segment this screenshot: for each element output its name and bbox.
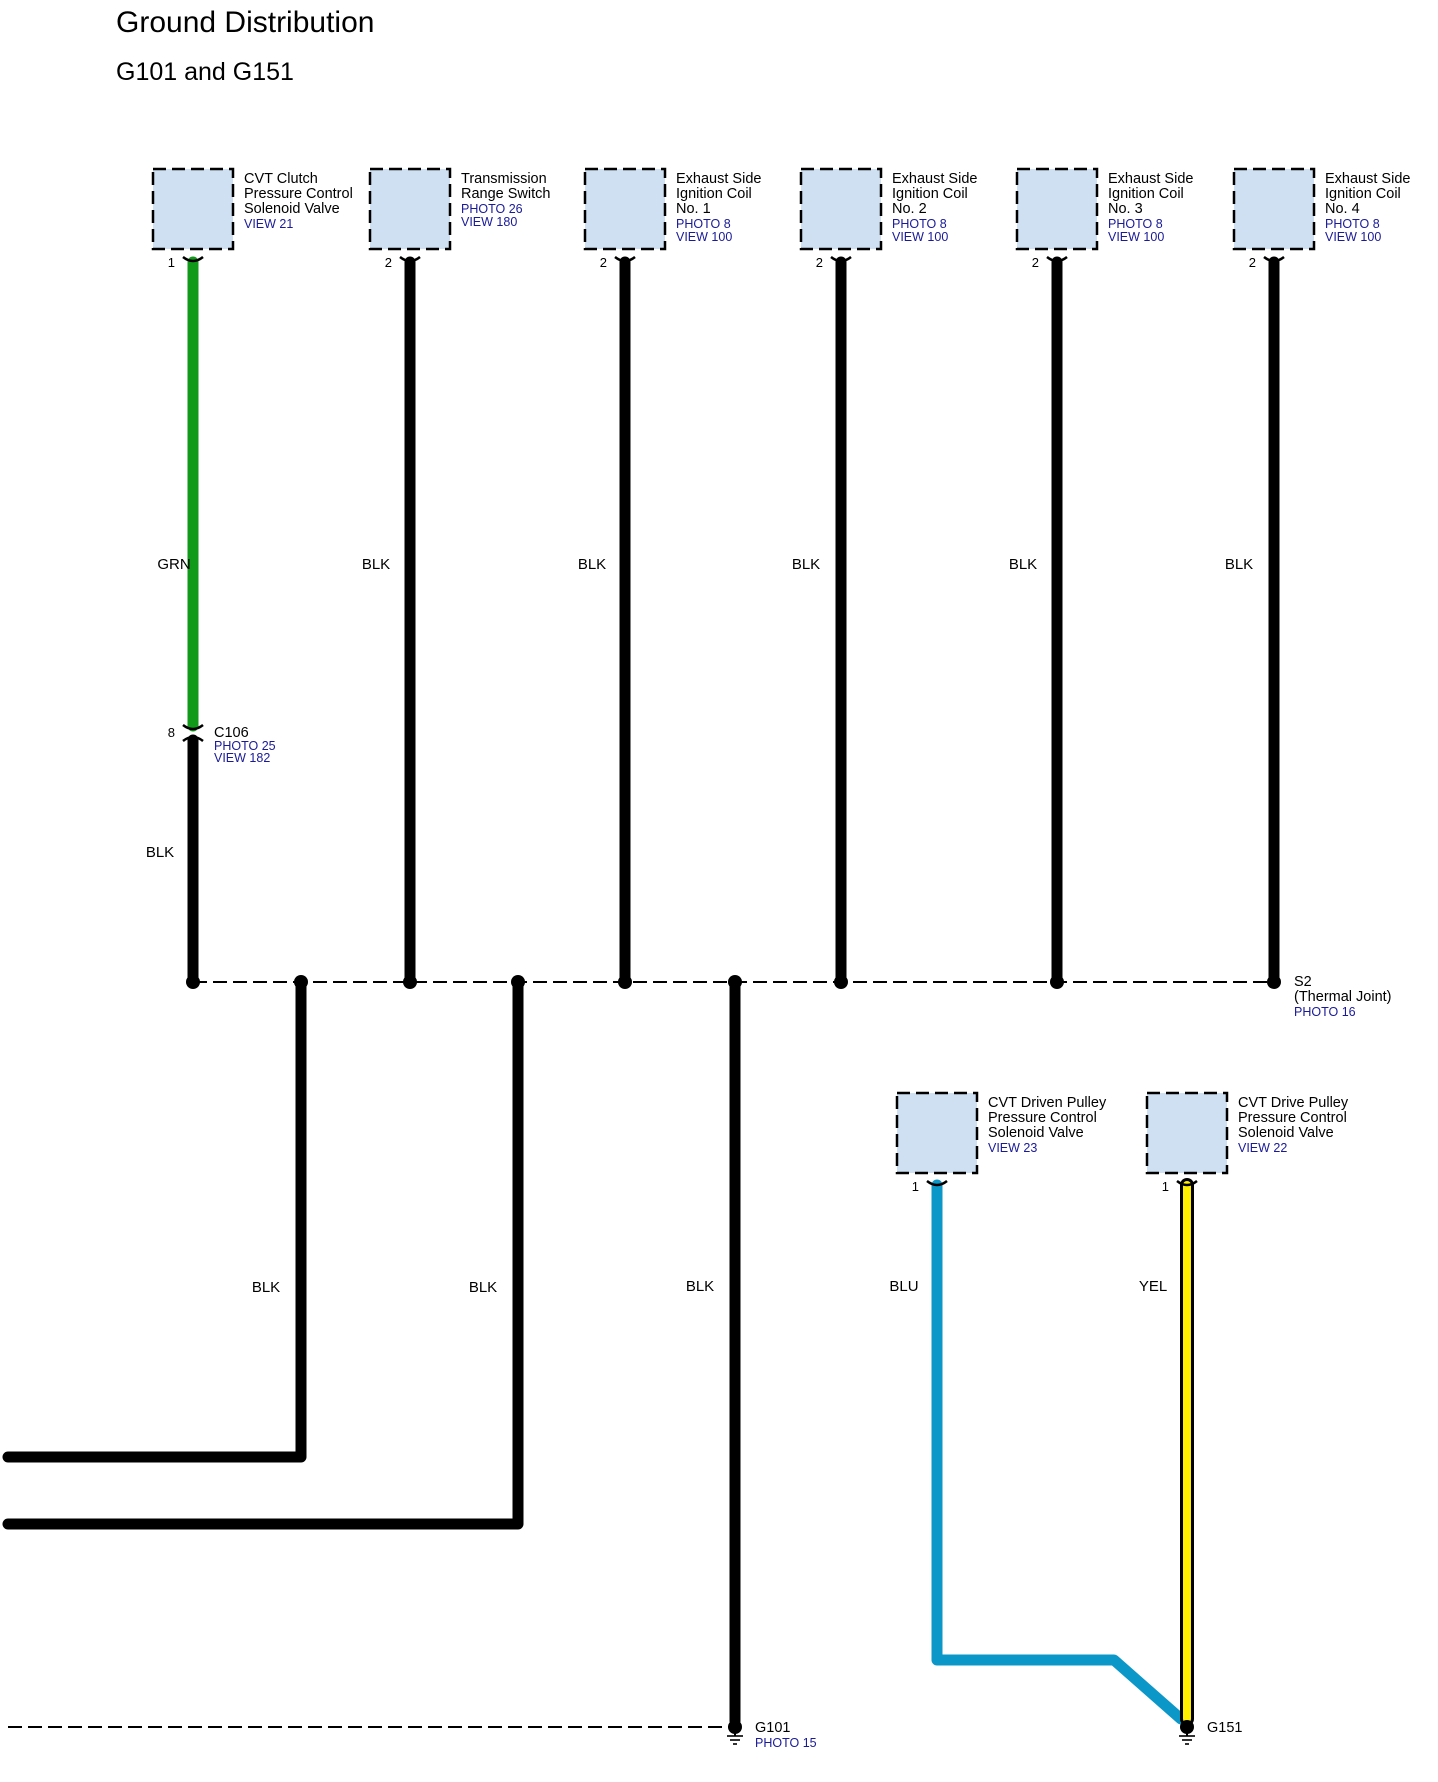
component-ref-link[interactable]: PHOTO 26 — [461, 202, 523, 216]
wire-color-label: BLU — [889, 1278, 918, 1295]
wire-color-label: BLK — [578, 556, 606, 573]
component-ref-link[interactable]: VIEW 100 — [676, 230, 732, 244]
component-box-cvt-driven[interactable] — [895, 1091, 979, 1175]
component-label: CVT Clutch — [244, 171, 318, 187]
connector-c106-label: C106 — [214, 725, 249, 741]
wire-color-label: BLK — [146, 844, 174, 861]
component-label: Pressure Control — [1238, 1110, 1347, 1126]
splice-s2-label: S2 — [1294, 974, 1312, 990]
component-label: No. 3 — [1108, 201, 1143, 217]
component-ref-link[interactable]: PHOTO 8 — [1108, 217, 1163, 231]
wire-color-label: BLK — [1225, 556, 1253, 573]
pin-number: 2 — [1249, 255, 1256, 270]
splice-ref-link[interactable]: PHOTO 16 — [1294, 1005, 1356, 1019]
component-label: Solenoid Valve — [1238, 1125, 1334, 1141]
pin-number: 1 — [1162, 1179, 1169, 1194]
component-label: Pressure Control — [988, 1110, 1097, 1126]
connector-ref-link[interactable]: PHOTO 25 — [214, 739, 276, 753]
pin-terminal — [182, 255, 204, 263]
component-box-trans-range[interactable] — [368, 167, 452, 251]
component-label: Ignition Coil — [892, 186, 968, 202]
pin-terminal — [1263, 255, 1285, 263]
pin-terminal — [830, 255, 852, 263]
component-box-coil-2[interactable] — [799, 167, 883, 251]
splice-node — [294, 975, 308, 989]
component-box-cvt-clutch[interactable] — [151, 167, 235, 251]
pin-terminal — [399, 255, 421, 263]
splice-node — [511, 975, 525, 989]
component-label: No. 4 — [1325, 201, 1360, 217]
wire-color-label: GRN — [157, 556, 190, 573]
component-label: Exhaust Side — [892, 171, 977, 187]
wire-blu — [931, 1179, 1187, 1725]
connector-pin-number: 8 — [168, 725, 175, 740]
splice-node — [186, 975, 200, 989]
wire-color-label: BLK — [252, 1279, 280, 1296]
component-ref-link[interactable]: VIEW 22 — [1238, 1141, 1287, 1155]
pin-number: 2 — [600, 255, 607, 270]
component-box-coil-3[interactable] — [1015, 167, 1099, 251]
component-label: Solenoid Valve — [244, 201, 340, 217]
component-ref-link[interactable]: PHOTO 8 — [676, 217, 731, 231]
component-box-coil-4[interactable] — [1232, 167, 1316, 251]
connector-c106-terminal — [182, 723, 204, 731]
splice-node — [728, 975, 742, 989]
wire-color-label: YEL — [1139, 1278, 1167, 1295]
component-ref-link[interactable]: VIEW 23 — [988, 1141, 1037, 1155]
pin-number: 1 — [912, 1179, 919, 1194]
wire-blk-branch — [2, 976, 524, 1530]
pin-terminal — [1176, 1179, 1198, 1187]
pin-terminal — [614, 255, 636, 263]
component-label: Transmission — [461, 171, 547, 187]
component-ref-link[interactable]: PHOTO 8 — [892, 217, 947, 231]
wire-color-label: BLK — [686, 1278, 714, 1295]
wire-blk-branch — [2, 976, 307, 1463]
page-title: Ground Distribution — [116, 6, 375, 39]
wire-color-label: BLK — [469, 1279, 497, 1296]
ground-g151-label: G151 — [1207, 1720, 1242, 1736]
pin-number: 2 — [385, 255, 392, 270]
component-label: Ignition Coil — [676, 186, 752, 202]
component-label: Ignition Coil — [1325, 186, 1401, 202]
component-label: Ignition Coil — [1108, 186, 1184, 202]
component-label: Range Switch — [461, 186, 550, 202]
pin-number: 2 — [816, 255, 823, 270]
splice-s2-label: (Thermal Joint) — [1294, 989, 1392, 1005]
pin-terminal — [1046, 255, 1068, 263]
connector-c106-terminal — [182, 735, 204, 743]
component-label: Exhaust Side — [676, 171, 761, 187]
splice-node — [834, 975, 848, 989]
splice-node — [1267, 975, 1281, 989]
wire-color-label: BLK — [792, 556, 820, 573]
component-label: Pressure Control — [244, 186, 353, 202]
component-box-coil-1[interactable] — [583, 167, 667, 251]
ground-g101-label: G101 — [755, 1720, 790, 1736]
ground-ref-link[interactable]: PHOTO 15 — [755, 1736, 817, 1750]
component-label: Exhaust Side — [1325, 171, 1410, 187]
component-label: No. 2 — [892, 201, 927, 217]
splice-node — [618, 975, 632, 989]
wire-color-label: BLK — [362, 556, 390, 573]
component-label: CVT Driven Pulley — [988, 1095, 1107, 1111]
splice-node — [403, 975, 417, 989]
pin-terminal — [926, 1179, 948, 1187]
component-ref-link[interactable]: VIEW 21 — [244, 217, 293, 231]
component-label: CVT Drive Pulley — [1238, 1095, 1349, 1111]
page-subtitle: G101 and G151 — [116, 58, 294, 86]
connector-ref-link[interactable]: VIEW 182 — [214, 751, 270, 765]
component-label: Exhaust Side — [1108, 171, 1193, 187]
wire-color-label: BLK — [1009, 556, 1037, 573]
component-ref-link[interactable]: VIEW 100 — [892, 230, 948, 244]
component-ref-link[interactable]: VIEW 100 — [1108, 230, 1164, 244]
component-ref-link[interactable]: VIEW 180 — [461, 215, 517, 229]
component-ref-link[interactable]: PHOTO 8 — [1325, 217, 1380, 231]
splice-node — [1050, 975, 1064, 989]
component-box-cvt-drive[interactable] — [1145, 1091, 1229, 1175]
pin-number: 2 — [1032, 255, 1039, 270]
component-label: No. 1 — [676, 201, 711, 217]
component-label: Solenoid Valve — [988, 1125, 1084, 1141]
component-ref-link[interactable]: VIEW 100 — [1325, 230, 1381, 244]
pin-number: 1 — [168, 255, 175, 270]
